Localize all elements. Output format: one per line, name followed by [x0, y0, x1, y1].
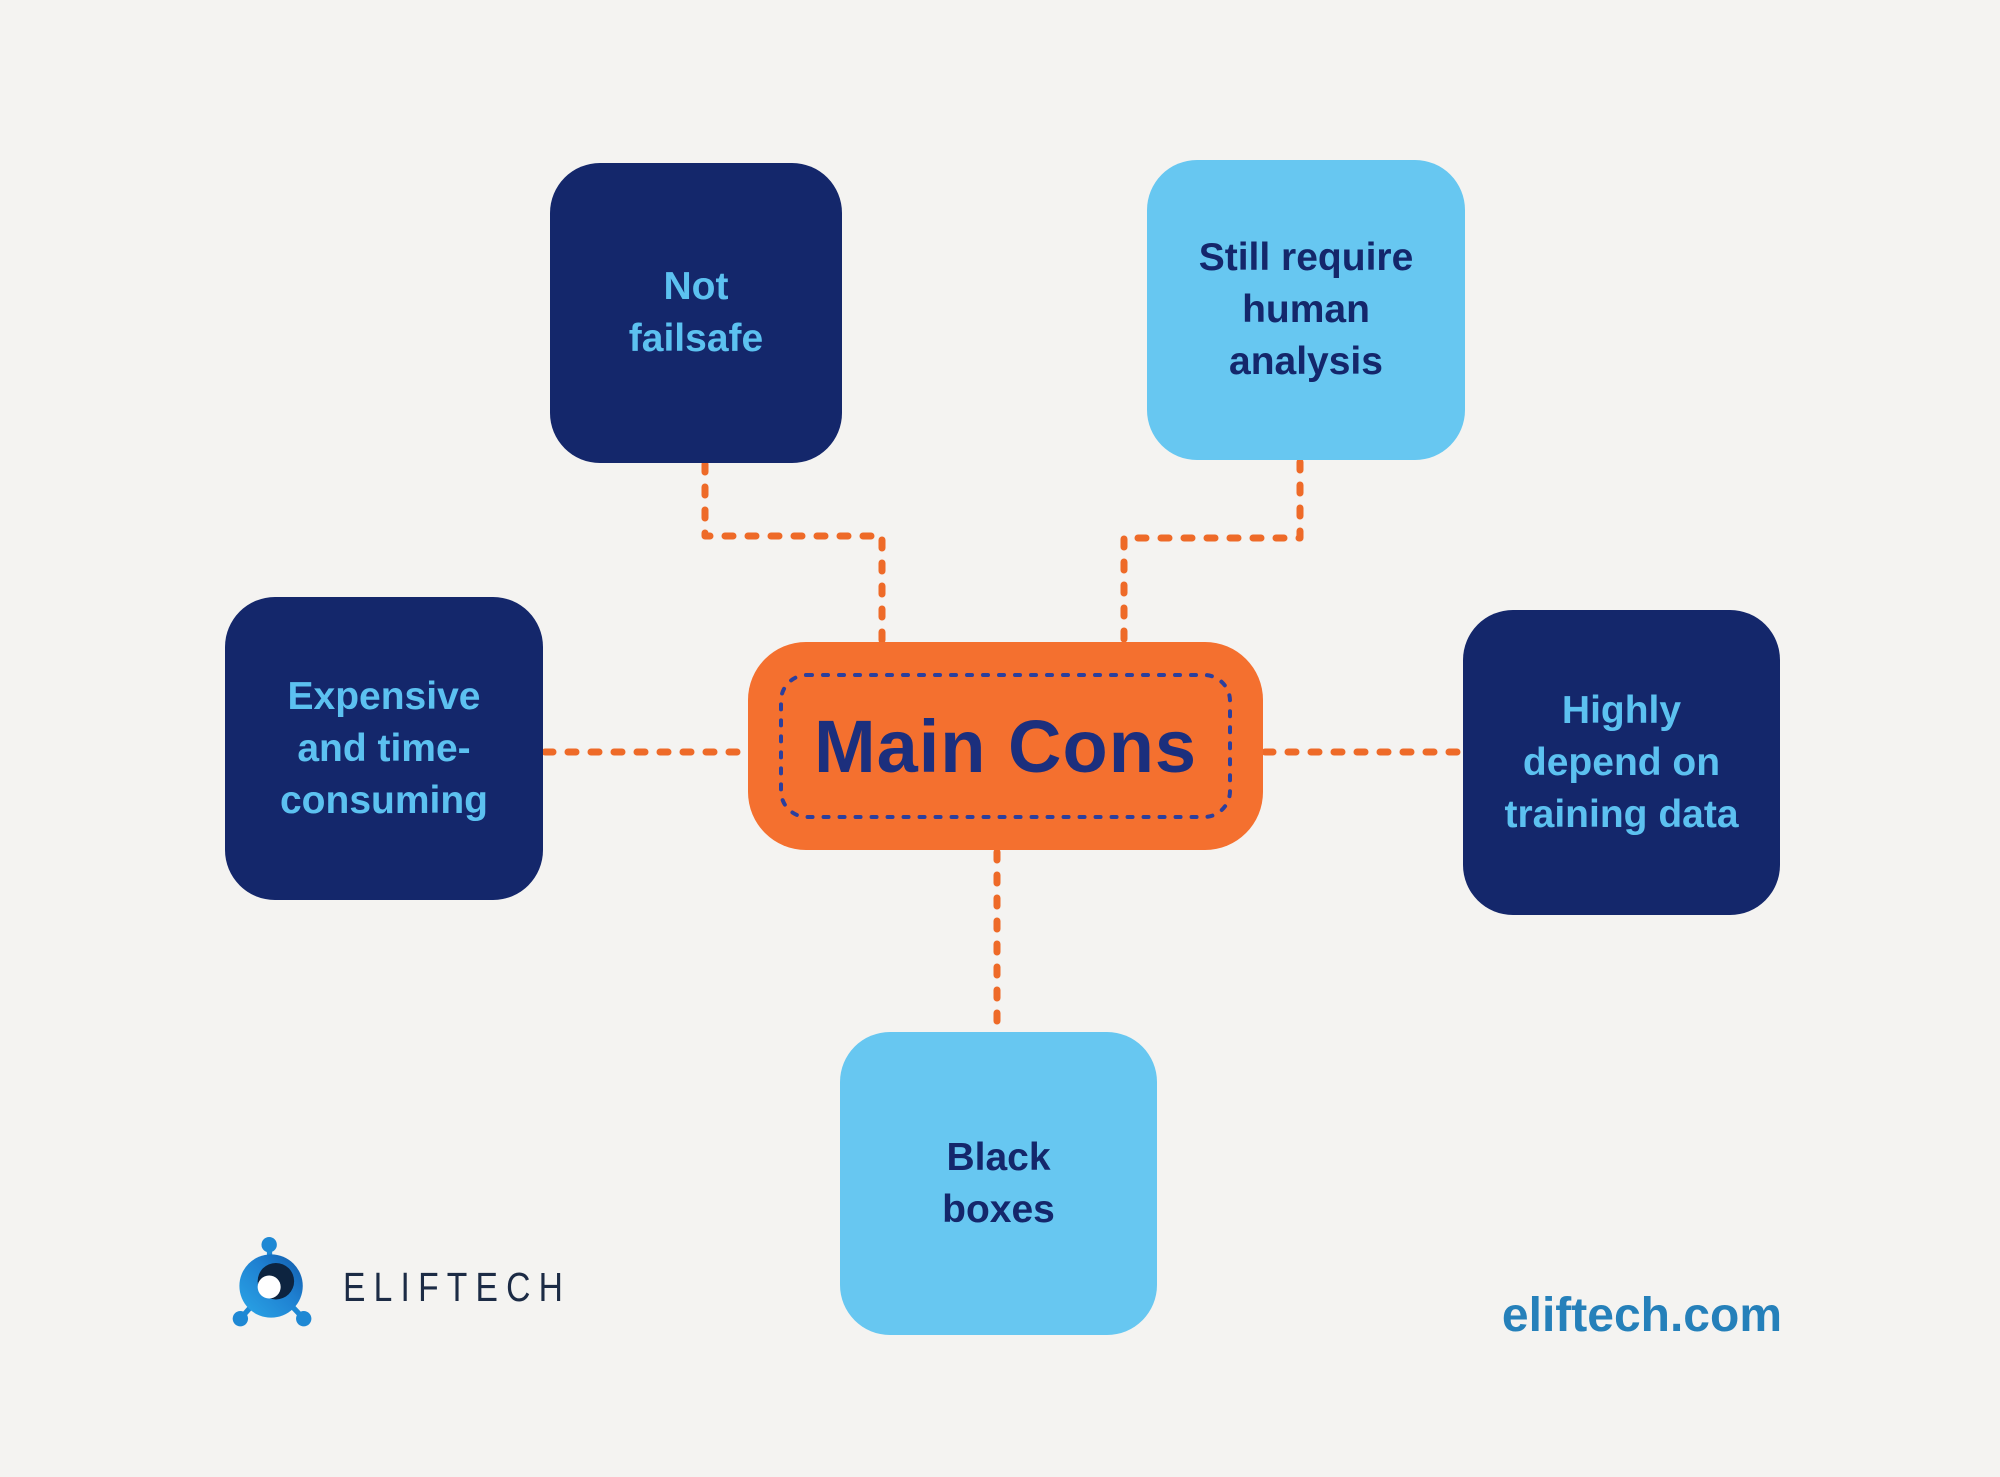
node-label-line: analysis	[1229, 340, 1383, 383]
node-label-line: human	[1242, 288, 1370, 331]
node-label-line: training data	[1504, 792, 1739, 836]
node-label-line: Highly	[1561, 688, 1682, 732]
node-text: Expensive and time- consuming	[280, 671, 488, 827]
node-still-require-human-analysis: Still require human analysis	[1147, 160, 1465, 460]
brand-name: ELIFTECH	[343, 1263, 572, 1310]
center-node-main-cons: Main Cons	[748, 642, 1263, 850]
center-dashed-border	[779, 673, 1232, 819]
node-label-line: and time-	[297, 726, 471, 770]
logo-satellite-right	[296, 1310, 312, 1327]
logo-satellite-top	[261, 1237, 277, 1253]
node-not-failsafe: Not failsafe	[550, 163, 842, 463]
node-text: Highly depend on training data	[1504, 685, 1738, 841]
logo-satellite-left	[232, 1310, 249, 1327]
node-label-line: consuming	[279, 778, 488, 822]
node-label-line: depend on	[1522, 740, 1721, 784]
node-label-line: Not	[663, 265, 729, 308]
node-label-line: Still require	[1198, 236, 1414, 279]
node-highly-depend-on-training-data: Highly depend on training data	[1463, 610, 1780, 915]
node-label-line: Black	[946, 1135, 1051, 1179]
node-black-boxes: Black boxes	[840, 1032, 1157, 1335]
logo-hole	[257, 1275, 281, 1299]
connector-still-require	[1120, 458, 1304, 644]
node-text: Black boxes	[942, 1132, 1055, 1236]
node-label-line: failsafe	[628, 317, 764, 360]
website-url: eliftech.com	[1501, 1289, 1782, 1342]
connector-not-failsafe	[701, 460, 886, 644]
node-label-line: Expensive	[287, 674, 481, 718]
node-text: Still require human analysis	[1199, 232, 1414, 388]
node-label-line: boxes	[942, 1187, 1055, 1231]
brand-lockup: ELIFTECH	[225, 1236, 621, 1336]
node-text: Not failsafe	[629, 261, 763, 365]
main-cons-title: Main Cons	[813, 704, 1198, 788]
eliftech-logo-icon	[232, 1237, 312, 1327]
node-expensive-and-time-consuming: Expensive and time- consuming	[225, 597, 543, 900]
